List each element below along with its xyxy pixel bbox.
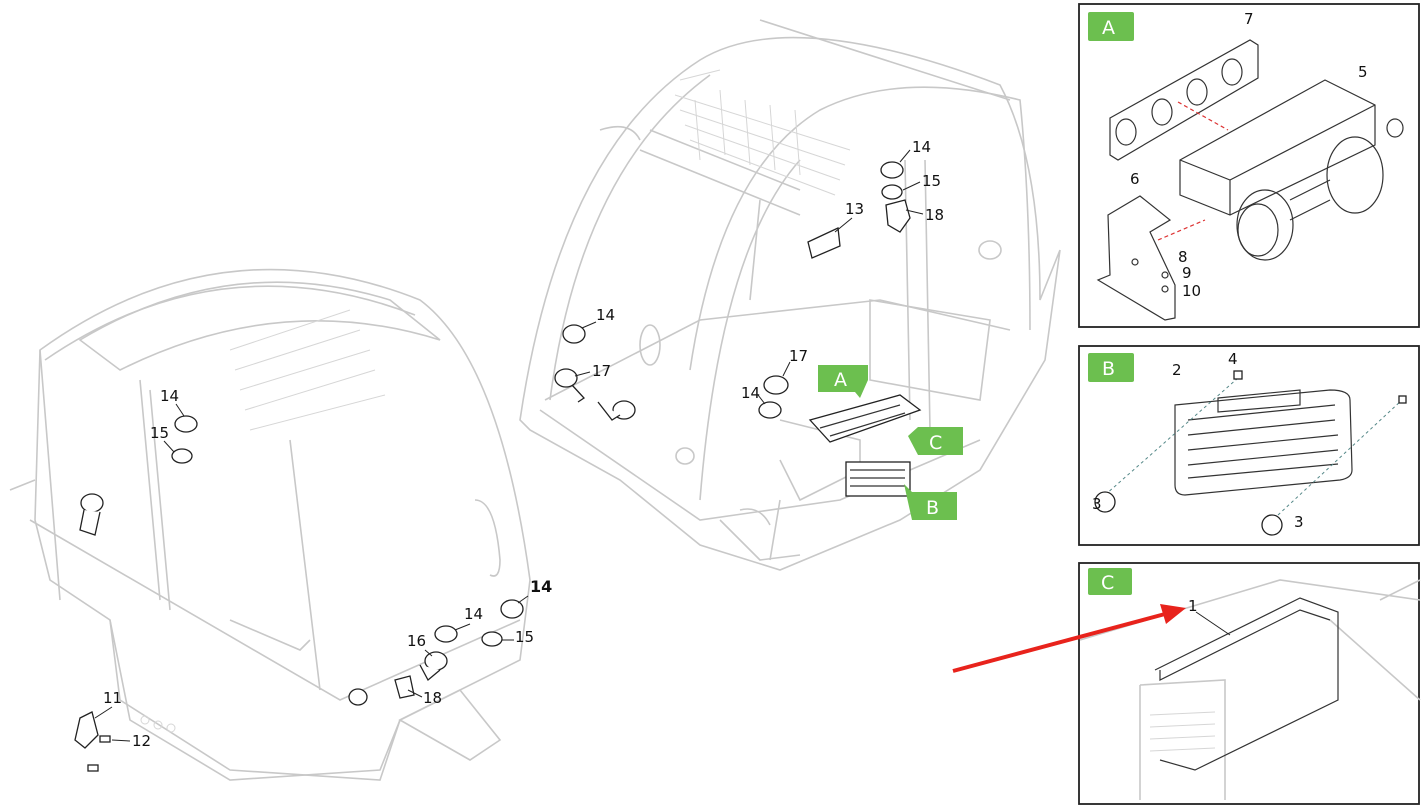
bracket-drawing — [1096, 195, 1176, 321]
callout-number: 16 — [407, 632, 426, 650]
callout-number: 2 — [1172, 361, 1182, 379]
callout-number: 14 — [530, 577, 552, 596]
inset-c-tag — [1088, 568, 1132, 595]
callout-number: 8 — [1178, 248, 1188, 266]
callout-number: 3 — [1092, 495, 1102, 513]
callout-number: 10 — [1182, 282, 1201, 300]
callout-number: 18 — [925, 206, 944, 224]
callout-number: 14 — [464, 605, 483, 623]
callout-number: A — [834, 369, 847, 391]
inset-a-tag — [1088, 12, 1134, 41]
callout-number: 4 — [1228, 350, 1238, 368]
middle-cab-callouts: 14 15 18 13 14 17 17 14 — [574, 138, 944, 405]
callout-number: 15 — [515, 628, 534, 646]
inset-a: A 7 5 6 8 9 10 — [1078, 3, 1420, 328]
callout-number: 1 — [1188, 597, 1198, 615]
callout-number: 17 — [592, 362, 611, 380]
middle-cab-drawing — [519, 19, 1061, 571]
detail-tag-c[interactable]: C — [908, 427, 963, 455]
inset-c: C 1 — [1078, 562, 1421, 805]
callout-number: 6 — [1130, 170, 1140, 188]
callout-number: 14 — [912, 138, 931, 156]
heater-unit-drawing — [1179, 79, 1404, 261]
callout-number: 17 — [789, 347, 808, 365]
callout-number: 14 — [160, 387, 179, 405]
callout-number: B — [926, 497, 939, 519]
middle-cab-parts — [554, 161, 922, 497]
red-arrow-icon — [952, 604, 1186, 673]
callout-number: 14 — [596, 306, 615, 324]
callout-number: 5 — [1358, 63, 1368, 81]
detail-tag-a[interactable]: A — [818, 365, 868, 398]
left-cab-drawing — [9, 268, 531, 781]
callout-number: 13 — [845, 200, 864, 218]
inset-b-tag — [1088, 353, 1134, 382]
callout-number: C — [929, 432, 942, 454]
callout-number: A — [1102, 17, 1115, 39]
callout-number: 3 — [1294, 513, 1304, 531]
callout-number: C — [1101, 572, 1114, 594]
callout-number: 7 — [1244, 10, 1254, 28]
callout-number: 14 — [741, 384, 760, 402]
left-cab-parts — [74, 415, 524, 772]
inset-b: B 4 2 3 3 — [1078, 345, 1420, 546]
callout-number: 9 — [1182, 264, 1192, 282]
callout-number: B — [1102, 358, 1115, 380]
callout-number: 15 — [150, 424, 169, 442]
callout-number: 12 — [132, 732, 151, 750]
callout-number: 15 — [922, 172, 941, 190]
callout-number: 18 — [423, 689, 442, 707]
vent-panel-drawing — [1109, 39, 1259, 161]
detail-tag-b[interactable]: B — [904, 484, 957, 520]
left-cab-callouts: 14 15 14 14 15 16 18 11 12 — [94, 387, 552, 750]
callout-number: 11 — [103, 689, 122, 707]
detail-tags: A C B — [818, 365, 963, 520]
